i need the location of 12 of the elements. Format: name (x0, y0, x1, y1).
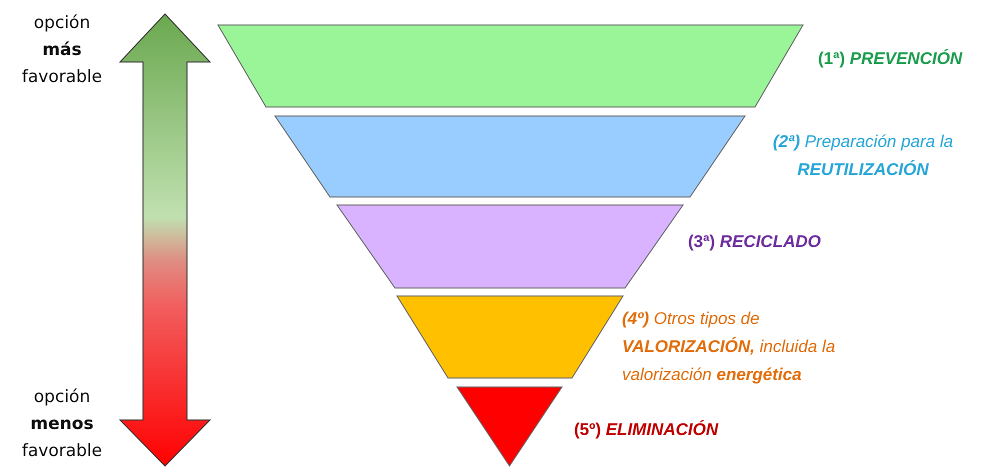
trapezoid-band (397, 296, 623, 378)
scale-label: opción menos favorable (20, 386, 104, 463)
level-label: (2ª) Preparación para la REUTILIZACIÓN (772, 131, 954, 181)
triangle-band (457, 387, 562, 466)
level-label: (3ª) RECICLADO (688, 231, 822, 253)
scale-label: opción más favorable (20, 12, 104, 89)
trapezoid-band (218, 25, 803, 107)
level-label: (1ª) PREVENCIÓN (818, 48, 964, 70)
level-label: (5º) ELIMINACIÓN (574, 419, 720, 441)
level-label: (4º) Otros tipos de VALORIZACIÓN, incluida la valorización energética (622, 308, 836, 386)
trapezoid-band (337, 205, 683, 288)
trapezoid-band (275, 116, 745, 197)
